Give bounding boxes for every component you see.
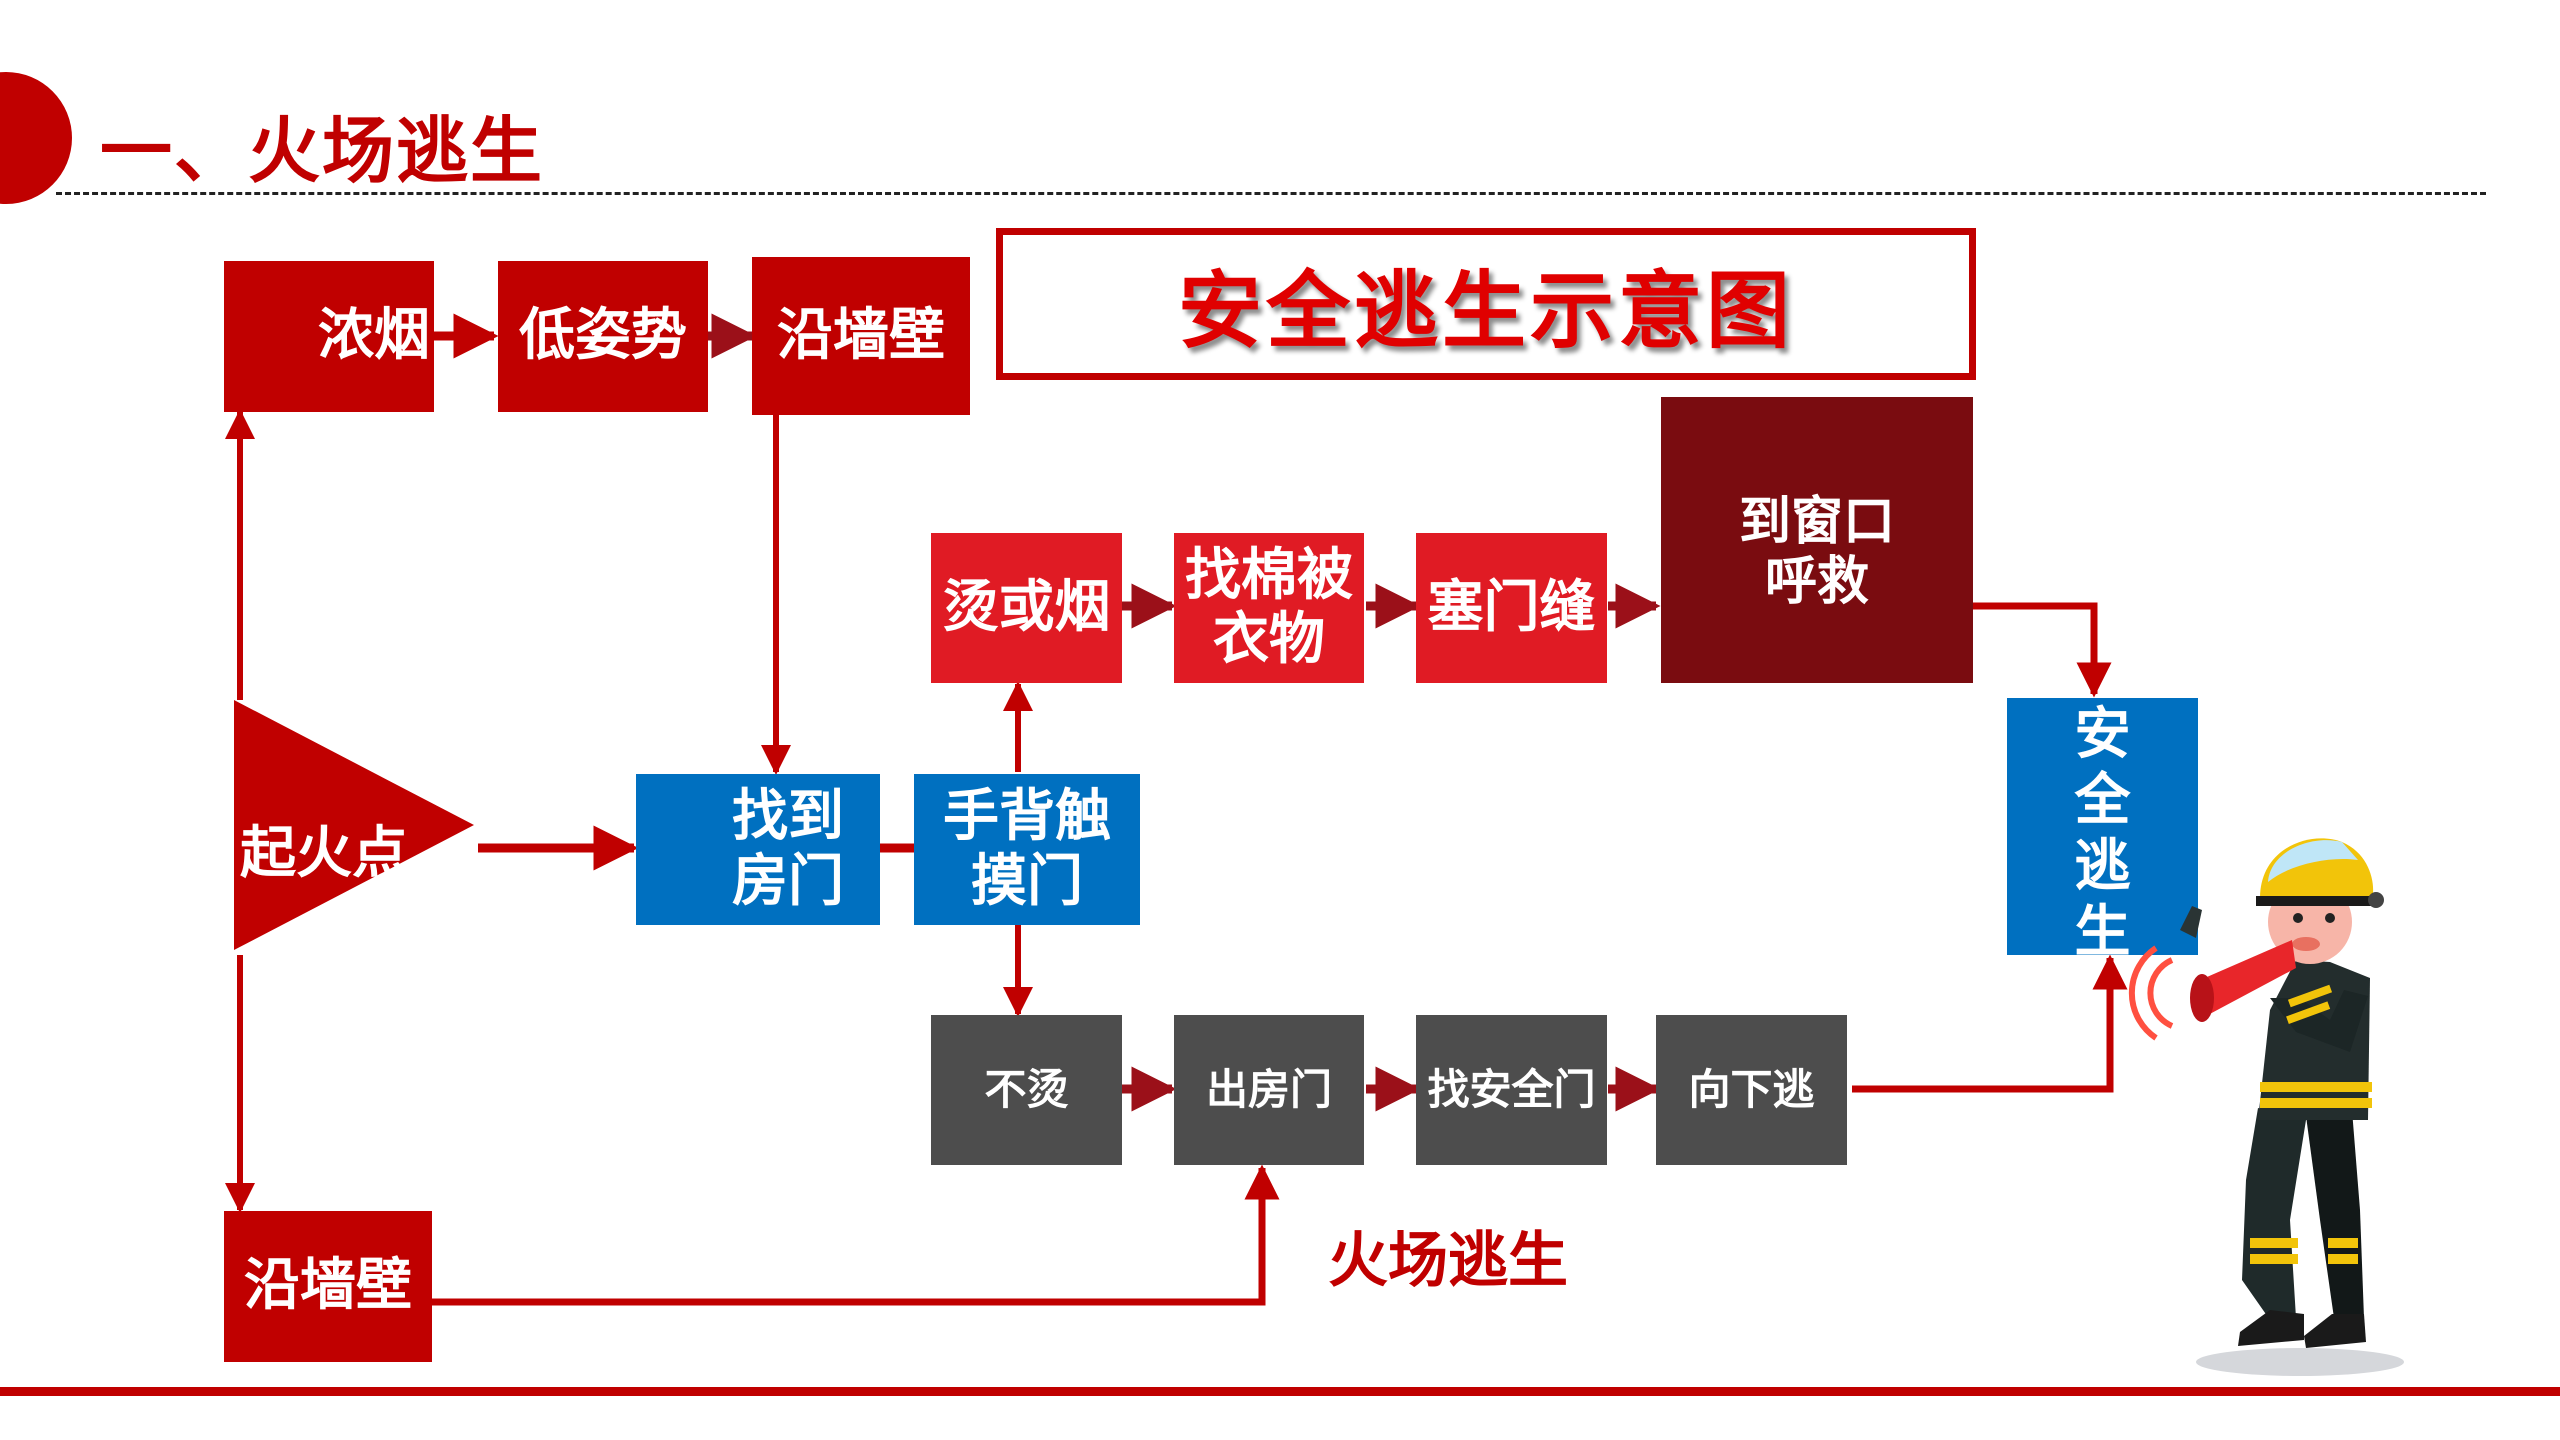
megaphone	[2200, 940, 2296, 1016]
diagram-title-frame: 安全逃生示意图	[996, 228, 1976, 380]
node-low-posture: 低姿势	[498, 261, 708, 412]
node-touch-door: 手背触 摸门	[914, 774, 1140, 925]
left-leg	[2242, 1108, 2306, 1320]
diagram-title: 安全逃生示意图	[1177, 261, 1794, 360]
pointing-hand	[2180, 906, 2202, 938]
node-hot-or-smoke: 烫或烟	[931, 533, 1122, 683]
footer-divider	[0, 1387, 2560, 1396]
sound-waves	[2147, 957, 2174, 1029]
arrow-wall-bottom-to-exit	[432, 1164, 1280, 1306]
node-go-down: 向下逃	[1656, 1015, 1847, 1165]
visor	[2268, 840, 2358, 882]
node-seal-door: 塞门缝	[1416, 533, 1607, 683]
node-along-wall-bottom: 沿墙壁	[224, 1211, 432, 1362]
firefighter-illustration	[2128, 838, 2404, 1376]
header-dashed-divider	[56, 192, 2486, 195]
node-dense-smoke: 浓烟	[224, 261, 434, 412]
arrow-down-to-safe	[1852, 954, 2128, 1093]
node-window-call: 到窗口 呼救	[1661, 397, 1973, 683]
page-title: 一、火场逃生	[100, 109, 545, 193]
right-boot	[2304, 1314, 2366, 1348]
node-label: 浓烟	[318, 303, 430, 369]
node-label: 烫或烟	[942, 574, 1111, 640]
node-find-bedding: 找棉被 衣物	[1174, 533, 1364, 683]
node-label: 低姿势	[519, 303, 687, 369]
node-label: 安 全 逃 生	[2074, 702, 2131, 966]
node-label: 找棉被 衣物	[1185, 542, 1353, 672]
node-label: 找安全门	[1427, 1064, 1596, 1114]
node-not-hot: 不烫	[931, 1015, 1122, 1165]
fire-origin-label: 起火点	[240, 821, 408, 886]
node-label: 向下逃	[1688, 1064, 1815, 1114]
node-exit-room: 出房门	[1174, 1015, 1364, 1165]
node-safe-escape: 安 全 逃 生	[2007, 698, 2198, 965]
right-leg	[2306, 1110, 2364, 1318]
node-along-wall-top: 沿墙壁	[752, 257, 970, 415]
node-find-door: 找到 房门	[636, 774, 880, 925]
node-label: 找到 房门	[732, 784, 844, 914]
diagram-caption: 火场逃生	[1328, 1226, 1568, 1296]
node-label: 到窗口 呼救	[1738, 492, 1895, 612]
node-label: 出房门	[1205, 1064, 1332, 1114]
node-label: 沿墙壁	[777, 302, 945, 368]
arrow-window-to-safe	[1972, 602, 2112, 698]
fire-origin-triangle	[234, 700, 474, 950]
node-find-safe-exit: 找安全门	[1416, 1015, 1607, 1165]
node-label: 手背触 摸门	[943, 784, 1111, 914]
node-label: 沿墙壁	[244, 1253, 412, 1319]
node-label: 塞门缝	[1427, 574, 1596, 640]
left-boot	[2238, 1310, 2304, 1346]
shadow	[2196, 1348, 2404, 1376]
node-label: 不烫	[984, 1064, 1069, 1114]
